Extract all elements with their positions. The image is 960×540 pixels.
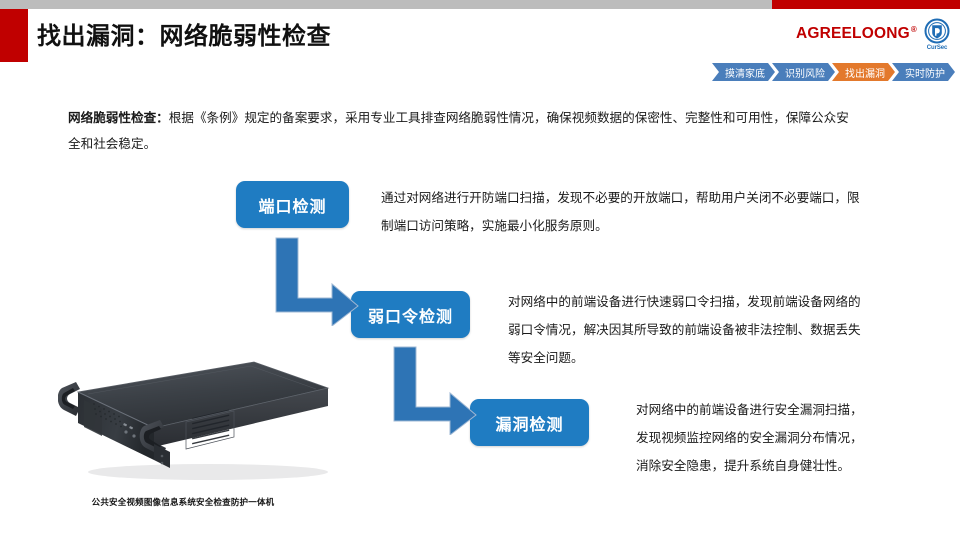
- feature-description-weak-password-detection: 对网络中的前端设备进行快速弱口令扫描，发现前端设备网络的弱口令情况，解决因其所导…: [508, 295, 861, 365]
- feature-description-vulnerability-detection: 对网络中的前端设备进行安全漏洞扫描，发现视频监控网络的安全漏洞分布情况，消除安全…: [636, 403, 863, 473]
- brand-name: AGREELOONG: [795, 25, 910, 43]
- top-band-grey: [0, 0, 772, 9]
- feature-description-port-detection: 通过对网络进行开防端口扫描，发现不必要的开放端口，帮助用户关闭不必要端口，限制端…: [381, 191, 860, 233]
- intro-lead: 网络脆弱性检查：: [68, 111, 169, 125]
- top-color-band: [0, 0, 960, 9]
- step-item-2[interactable]: 找出漏洞: [832, 63, 895, 81]
- server-front-indicators: [123, 423, 136, 438]
- brand-wordmark: AGREELOONG®: [796, 25, 917, 43]
- title-accent-bar: [0, 9, 28, 62]
- feature-chip-port-detection[interactable]: 端口检测: [236, 181, 349, 228]
- cursec-logo: CurSec: [924, 18, 950, 51]
- elbow-arrow-1: [275, 237, 359, 326]
- process-steps: 摸清家底 识别风险 找出漏洞 实时防护: [712, 63, 952, 81]
- feature-chip-vulnerability-detection[interactable]: 漏洞检测: [470, 399, 589, 446]
- elbow-arrow-2: [393, 346, 477, 435]
- page-title: 找出漏洞：网络脆弱性检查: [37, 23, 331, 50]
- feature-chip-weak-password-detection[interactable]: 弱口令检测: [351, 291, 470, 338]
- top-band-red: [772, 0, 960, 9]
- intro-body: 根据《条例》规定的备案要求，采用专业工具排查网络脆弱性情况，确保视频数据的保密性…: [68, 111, 849, 151]
- registered-trademark-icon: ®: [910, 25, 917, 35]
- step-item-3[interactable]: 实时防护: [892, 63, 955, 81]
- device-caption: 公共安全视频图像信息系统安全检查防护一体机: [91, 497, 275, 507]
- cursec-label: CurSec: [926, 45, 948, 51]
- brand-logo: AGREELOONG® CurSec: [796, 18, 950, 51]
- step-item-1[interactable]: 识别风险: [772, 63, 835, 81]
- shield-circle-icon: [924, 18, 950, 44]
- device-photo: [57, 344, 348, 494]
- step-item-0[interactable]: 摸清家底: [712, 63, 775, 81]
- server-handle-left: [57, 382, 80, 416]
- rack-server-illustration: [57, 361, 330, 480]
- intro-paragraph: 网络脆弱性检查：根据《条例》规定的备案要求，采用专业工具排查网络脆弱性情况，确保…: [68, 105, 854, 157]
